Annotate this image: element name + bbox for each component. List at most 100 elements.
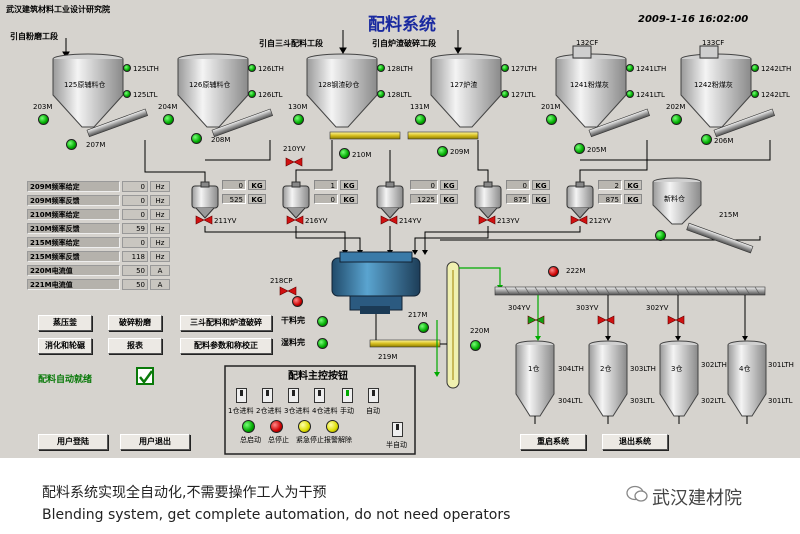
level-low: 125LTL (133, 91, 158, 99)
screw-lamp-205m[interactable] (574, 143, 585, 154)
output-silos (515, 340, 767, 424)
freq-row-unit: Hz (150, 209, 170, 220)
freq-row-unit: Hz (150, 195, 170, 206)
scale-unit: KG (440, 194, 458, 204)
user-logout-button[interactable]: 用户退出 (120, 434, 190, 450)
silo-name: 125原辅料仓 (64, 81, 106, 89)
screw-motor-label: 207M (86, 141, 106, 149)
source-label-mid: 引自三斗配料工段 (259, 39, 323, 48)
valve-label: 213YV (497, 217, 520, 225)
motor-lamp-203m[interactable] (38, 114, 49, 125)
out-silo-low: 302LTL (701, 397, 726, 405)
motor-lamp-131m[interactable] (415, 114, 426, 125)
dry-done-lamp (317, 316, 328, 327)
scale-setpoint: 0 (506, 180, 530, 190)
valve-label: 211YV (214, 217, 237, 225)
toggle-label: 4仓进料 (312, 407, 338, 415)
freq-row-value: 0 (122, 195, 148, 206)
freq-row-name: 209M频率反馈 (27, 195, 120, 206)
screw-lamp-207m[interactable] (66, 139, 77, 150)
toggle-label: 自动 (366, 407, 380, 415)
toggle-label: 1仓进料 (228, 407, 254, 415)
restart-system-button[interactable]: 重启系统 (520, 434, 586, 450)
caption-english: Blending system, get complete automation… (42, 507, 511, 523)
screw-lamp-209m[interactable] (437, 146, 448, 157)
mixer-cp-lamp[interactable] (292, 296, 303, 307)
motor-lamp-130m[interactable] (293, 114, 304, 125)
elevator-lamp[interactable] (470, 340, 481, 351)
freq-row-unit: Hz (150, 251, 170, 262)
level-high-lamp (248, 64, 256, 72)
level-low: 1242LTL (761, 91, 790, 99)
motor-lamp-201m[interactable] (546, 114, 557, 125)
level-high-lamp (501, 64, 509, 72)
toggle-manual[interactable] (342, 388, 353, 403)
brand-name: 武汉建材院 (652, 488, 742, 509)
out-silo-high: 303LTH (630, 365, 656, 373)
nav-autoclave-button[interactable]: 蒸压釜 (38, 315, 92, 331)
freq-row-name: 209M频率给定 (27, 181, 120, 192)
level-high-lamp (626, 64, 634, 72)
screw-lamp-210m[interactable] (339, 148, 350, 159)
out-silo-name: 1仓 (528, 365, 540, 373)
toggle-half-auto[interactable] (392, 422, 403, 437)
feed-lines (144, 140, 771, 250)
alarm-reset-button[interactable] (326, 420, 339, 433)
auto-ready-checkbox[interactable] (136, 367, 154, 385)
nav-crush-grind-button[interactable]: 破碎粉磨 (108, 315, 162, 331)
valve-label: 210YV (283, 145, 306, 153)
motor-label: 204M (158, 103, 178, 111)
valve-label: 214YV (399, 217, 422, 225)
fresh-bin-lamp[interactable] (655, 230, 666, 241)
freq-row-value: 0 (122, 181, 148, 192)
freq-row-unit: Hz (150, 181, 170, 192)
master-stop-button[interactable] (270, 420, 283, 433)
scale-unit: KG (624, 180, 642, 190)
scale-setpoint: 1 (314, 180, 338, 190)
screw-lamp-206m[interactable] (701, 134, 712, 145)
freq-row-value: 50 (122, 265, 148, 276)
lamp-label: 总停止 (268, 436, 289, 444)
control-panel-title: 配料主控按钮 (288, 371, 348, 382)
page-title: 配料系统 (368, 15, 436, 35)
conveyor-motor-lamp[interactable] (548, 266, 559, 277)
bucket-elevator (434, 261, 503, 389)
screw-lamp-208m[interactable] (191, 133, 202, 144)
wet-done-lamp (317, 338, 328, 349)
lamp-label: 总启动 (240, 436, 261, 444)
toggle-auto[interactable] (368, 388, 379, 403)
freq-row-value: 0 (122, 237, 148, 248)
level-low: 126LTL (258, 91, 283, 99)
freq-row-name: 221M电流值 (27, 279, 120, 290)
toggle-feed-2[interactable] (262, 388, 273, 403)
user-login-button[interactable]: 用户登陆 (38, 434, 108, 450)
scale-setpoint: 0 (410, 180, 438, 190)
silo-name: 1241粉煤灰 (570, 81, 609, 89)
motor-lamp-204m[interactable] (163, 114, 174, 125)
org-name: 武汉建筑材料工业设计研究院 (6, 5, 110, 14)
scale-unit: KG (624, 194, 642, 204)
freq-row-name: 220M电流值 (27, 265, 120, 276)
toggle-feed-3[interactable] (288, 388, 299, 403)
nav-report-button[interactable]: 报表 (108, 338, 162, 354)
nav-three-hopper-button[interactable]: 三斗配料和炉渣破碎 (180, 315, 272, 331)
silo-name: 128钢渣砂仓 (318, 81, 360, 89)
motor-lamp-202m[interactable] (671, 114, 682, 125)
freq-row-name: 210M频率反馈 (27, 223, 120, 234)
emergency-stop-button[interactable] (298, 420, 311, 433)
freq-row-unit: A (150, 279, 170, 290)
level-low: 1241LTL (636, 91, 665, 99)
scale-unit: KG (440, 180, 458, 190)
dry-done-label: 干料完 (281, 316, 305, 325)
master-start-button[interactable] (242, 420, 255, 433)
level-high: 125LTH (133, 65, 159, 73)
weigh-hoppers (191, 181, 594, 219)
mixer-motor-lamp[interactable] (418, 322, 429, 333)
toggle-feed-1[interactable] (236, 388, 247, 403)
silo-screw-conveyors (86, 108, 776, 140)
motor-label: 130M (288, 103, 308, 111)
toggle-feed-4[interactable] (314, 388, 325, 403)
exit-system-button[interactable]: 退出系统 (602, 434, 668, 450)
nav-params-button[interactable]: 配料参数和称校正 (180, 338, 272, 354)
nav-digest-mill-button[interactable]: 消化和轮碾 (38, 338, 92, 354)
